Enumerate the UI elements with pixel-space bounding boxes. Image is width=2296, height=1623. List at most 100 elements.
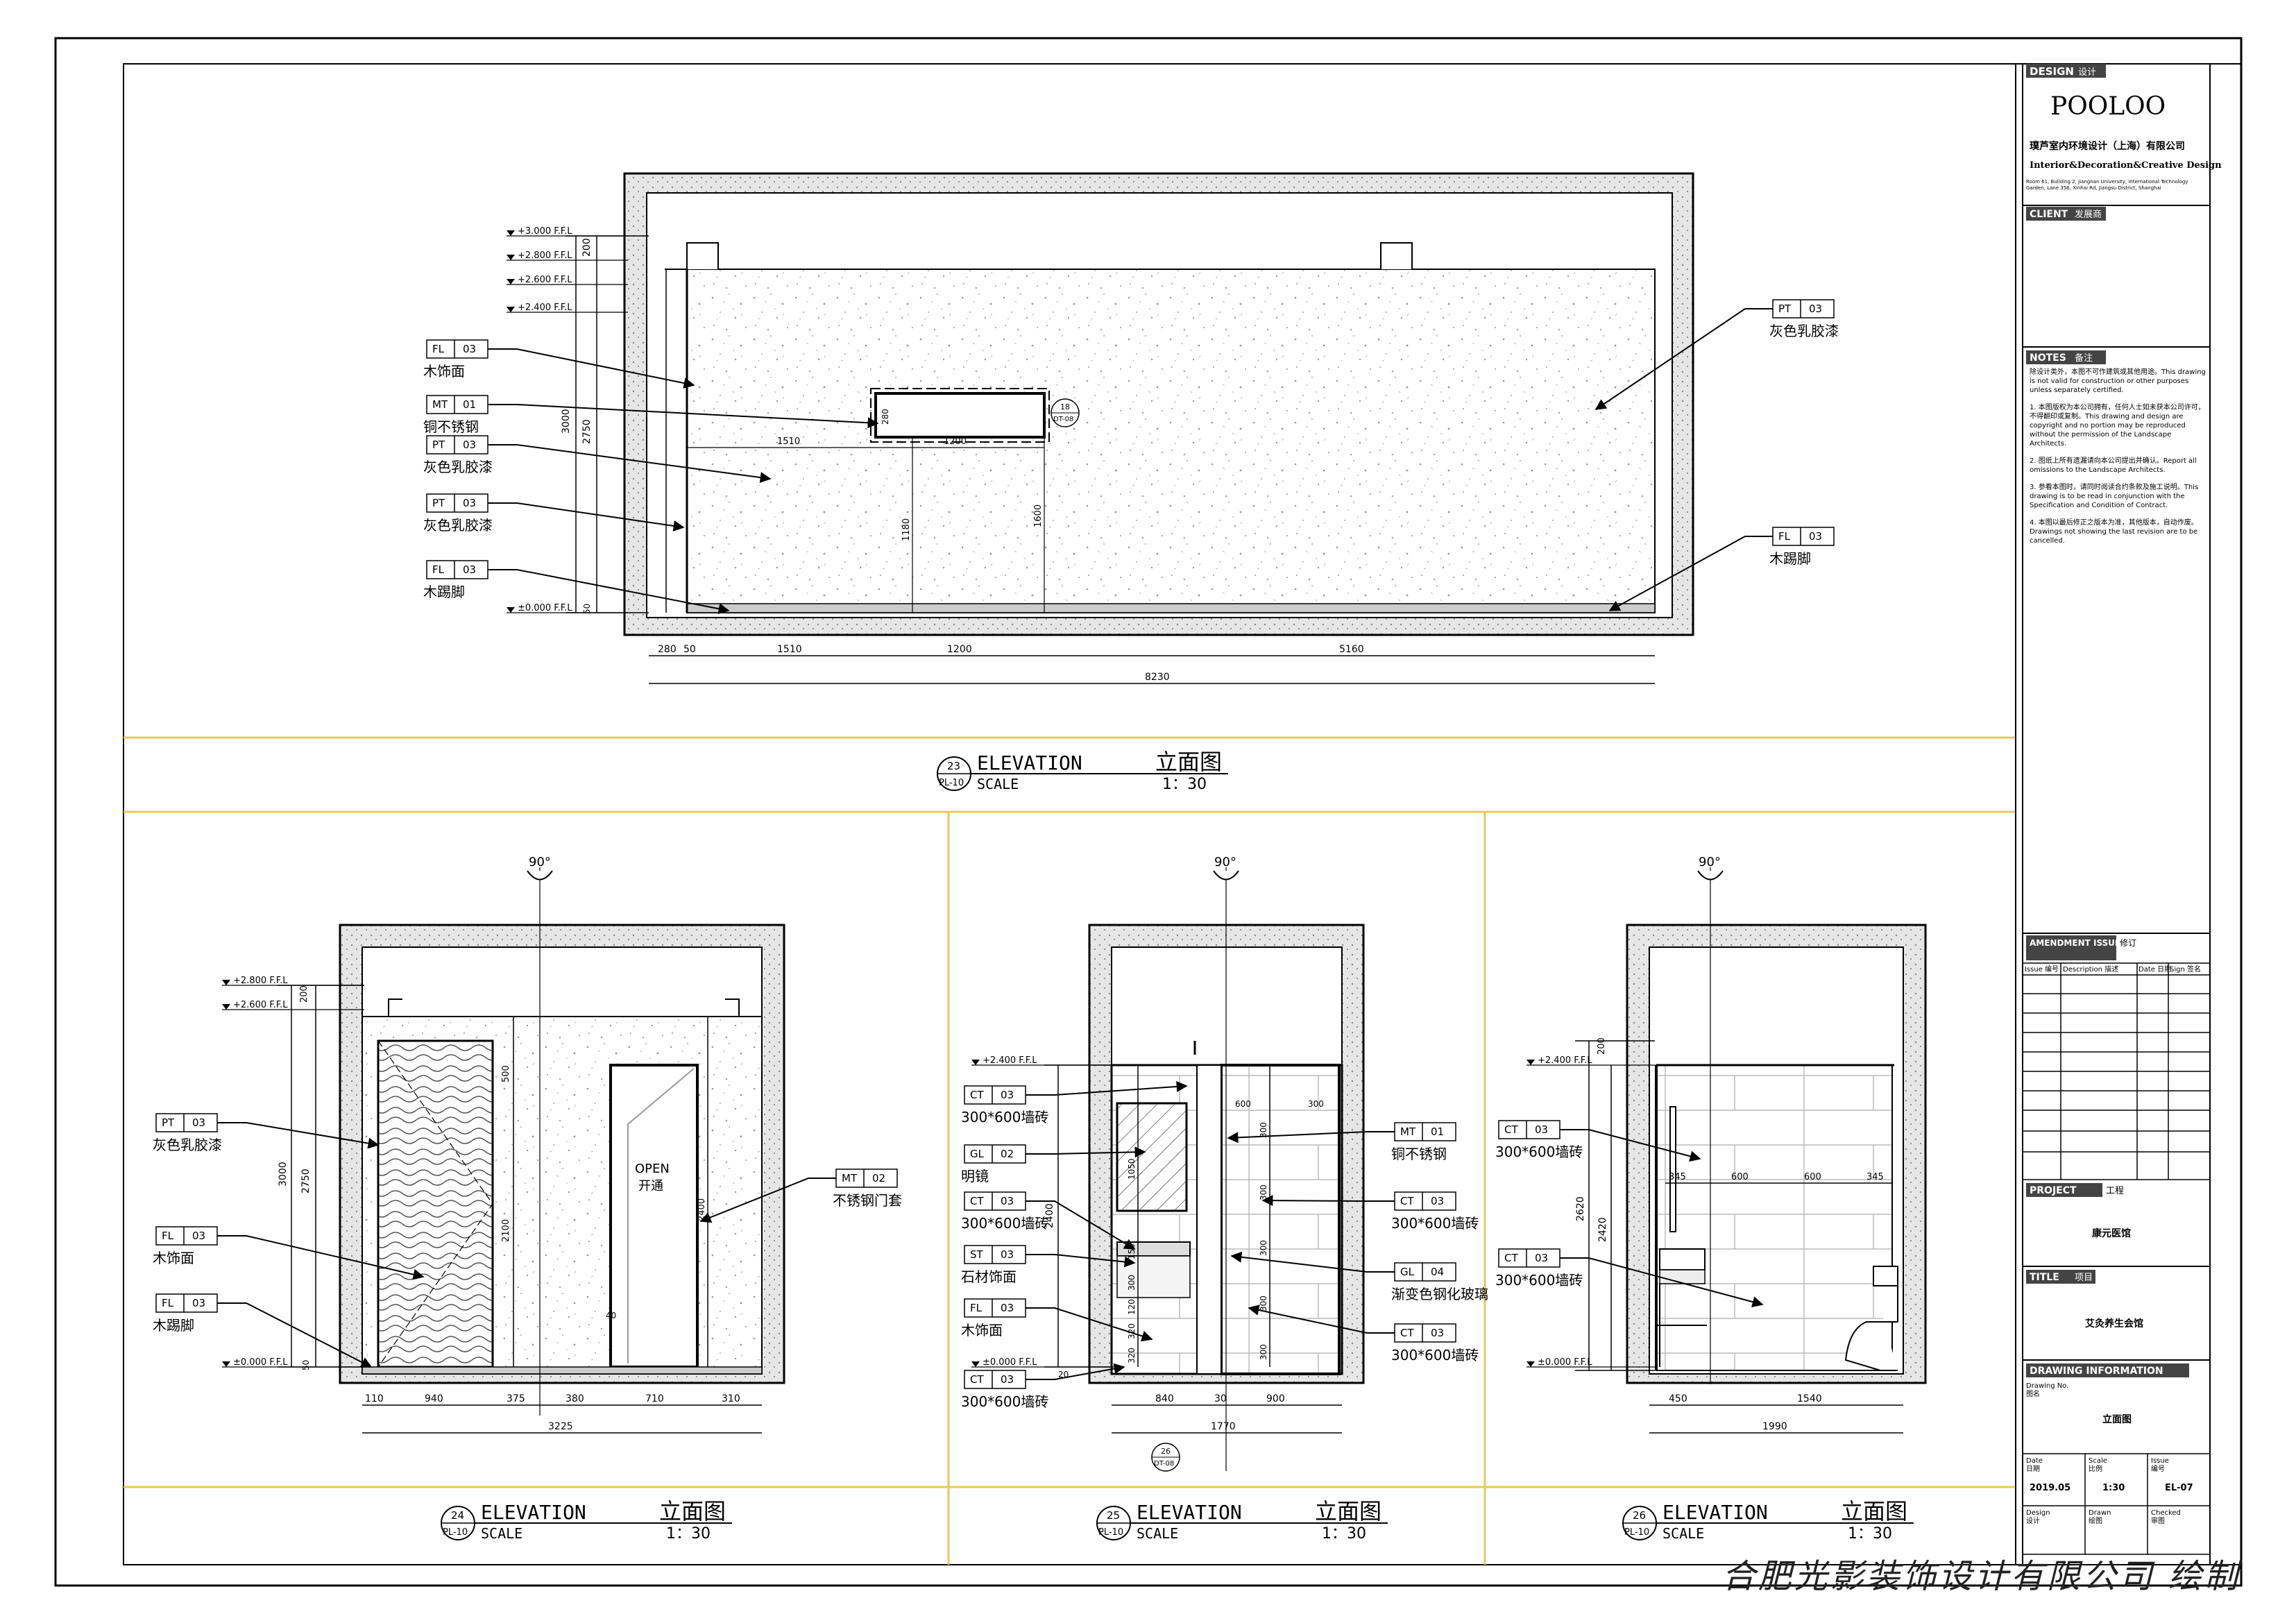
callout-num: 03	[463, 497, 476, 509]
inner-dim-1600: 1600	[1033, 504, 1044, 527]
drawing-no-label-cn: 图名	[2026, 1389, 2040, 1398]
note-item: 4. 本图以最后修正之版本为准，其他版本，自动作废。Drawings not s…	[2030, 519, 2198, 545]
issue-value: EL-07	[2165, 1483, 2193, 1493]
vdim-2750: 2750	[300, 1169, 312, 1193]
view-title-cn: 立面图	[1155, 749, 1222, 775]
right-vdim-300d: 300	[1259, 1295, 1268, 1311]
hdim-1540: 1540	[1797, 1393, 1822, 1404]
hdim-50: 50	[683, 644, 696, 655]
view-title-cn: 立面图	[659, 1498, 726, 1524]
drawn-label-cn: 绘图	[2089, 1516, 2102, 1525]
scale-value: 1:30	[2102, 1483, 2125, 1493]
title-header-cn: 项目	[2075, 1273, 2093, 1283]
callout-code: GL	[1400, 1266, 1415, 1278]
amend-col-sign: Sign 签名	[2170, 965, 2201, 974]
callout-code: CT	[970, 1195, 984, 1207]
detail-tag-id: 26	[1161, 1447, 1171, 1456]
callout-code: FL	[432, 343, 445, 355]
callout-code: FL	[162, 1230, 174, 1242]
view-sheet: PL-10	[1624, 1527, 1649, 1538]
hdim-900: 900	[1266, 1393, 1285, 1404]
callout-num: 03	[1001, 1248, 1014, 1261]
right-vdim-300c: 300	[1259, 1240, 1268, 1256]
vdim-200: 200	[1597, 1037, 1607, 1055]
title-header: TITLE	[2030, 1272, 2059, 1283]
inner-border	[123, 63, 2242, 1565]
date-label-cn: 日期	[2026, 1465, 2040, 1473]
callout-text: 石材饰面	[961, 1268, 1017, 1285]
client-header: CLIENT	[2030, 209, 2068, 220]
callout-code: PT	[432, 439, 445, 451]
overall-8230: 8230	[1145, 672, 1170, 683]
level-marker: +2.800 F.F.L	[233, 976, 288, 986]
project-name: 康元医馆	[2092, 1227, 2131, 1239]
notes-list: 除设计类外，本图不可作建筑或其他用途。This drawing is not v…	[2030, 368, 2206, 545]
view-scale: 1：30	[666, 1525, 711, 1543]
callout-text: 灰色乳胶漆	[423, 517, 493, 534]
inner-vdim-40: 40	[606, 1311, 616, 1320]
notes-header-cn: 备注	[2075, 352, 2093, 364]
callout-code: MT	[1400, 1125, 1416, 1138]
vdim-2620: 2620	[1575, 1196, 1586, 1221]
view-angle: 90°	[1214, 855, 1236, 869]
callout-num: 03	[1809, 530, 1822, 543]
drawing-info-header: DRAWING INFORMATION	[2030, 1366, 2163, 1377]
view-angle: 90°	[1699, 855, 1721, 869]
wood-panel-door	[377, 1039, 494, 1368]
footer-credit: 合肥光影装饰设计有限公司 绘制	[1721, 1557, 2240, 1596]
callout-code: CT	[1504, 1252, 1518, 1264]
amend-col-date: Date 日期	[2138, 965, 2171, 974]
inner-dim-1510: 1510	[777, 436, 800, 447]
vdim-200: 200	[299, 985, 309, 1003]
callout-code: FL	[1778, 530, 1791, 543]
date-value: 2019.05	[2030, 1483, 2070, 1493]
detail-tag-sheet: DT-08	[1154, 1460, 1174, 1468]
inner-vdim-2100: 2100	[501, 1219, 511, 1242]
callout-code: CT	[1400, 1195, 1414, 1207]
elevation-24: OPEN 开通 90° +2.800 F.F.L+2.600 F.F.L±0.0…	[153, 855, 902, 1434]
light-box	[874, 392, 1046, 439]
design-label: Design	[2026, 1509, 2050, 1517]
view-angle: 90°	[529, 855, 551, 869]
vdim-3000: 3000	[561, 409, 572, 434]
inner-vdim-300: 300	[1127, 1275, 1137, 1291]
callout-num: 03	[463, 343, 476, 355]
inner-vdim-320a: 320	[1127, 1323, 1137, 1339]
door-label: OPEN	[635, 1162, 670, 1176]
view-title: ELEVATION	[977, 751, 1082, 774]
callout-text: 木踢脚	[153, 1317, 194, 1334]
steel-door	[609, 1064, 699, 1368]
amend-col-issue: Issue 编号	[2025, 965, 2059, 974]
callout-num: 03	[1431, 1195, 1444, 1207]
hdim-30: 30	[1214, 1393, 1227, 1404]
callout-num: 03	[463, 563, 476, 576]
level-marker: ±0.000 F.F.L	[518, 603, 572, 613]
level-marker: +2.800 F.F.L	[518, 250, 572, 261]
view-scale: 1：30	[1848, 1525, 1892, 1543]
amendment-header: AMENDMENT ISSUE REGISTER	[2030, 938, 2169, 948]
right-vdim-300b: 300	[1259, 1184, 1268, 1200]
detail-tag-sheet: DT-08	[1053, 416, 1073, 423]
callout-num: 03	[1001, 1373, 1014, 1386]
company-cn: 璞芦室内环境设计（上海）有限公司	[2030, 140, 2185, 152]
callout-text: 明镜	[961, 1168, 989, 1184]
callout-text: 灰色乳胶漆	[1769, 323, 1839, 339]
amend-col-description: Description 描述	[2063, 965, 2118, 974]
design-header-bar	[2026, 64, 2106, 78]
elevation-25: 90° +2.400 F.F.L±0.000 F.F.L 2400 20 105…	[961, 855, 1488, 1472]
issue-label-cn: 编号	[2151, 1464, 2165, 1473]
view-title: ELEVATION	[481, 1501, 586, 1524]
title-block: DESIGN 设计 POOLOO 璞芦室内环境设计（上海）有限公司 Interi…	[2022, 63, 2222, 1565]
callout-text: 300*600墙砖	[961, 1215, 1048, 1232]
title-name: 艾灸养生会馆	[2085, 1318, 2143, 1329]
view-sheet: PL-10	[939, 778, 964, 788]
